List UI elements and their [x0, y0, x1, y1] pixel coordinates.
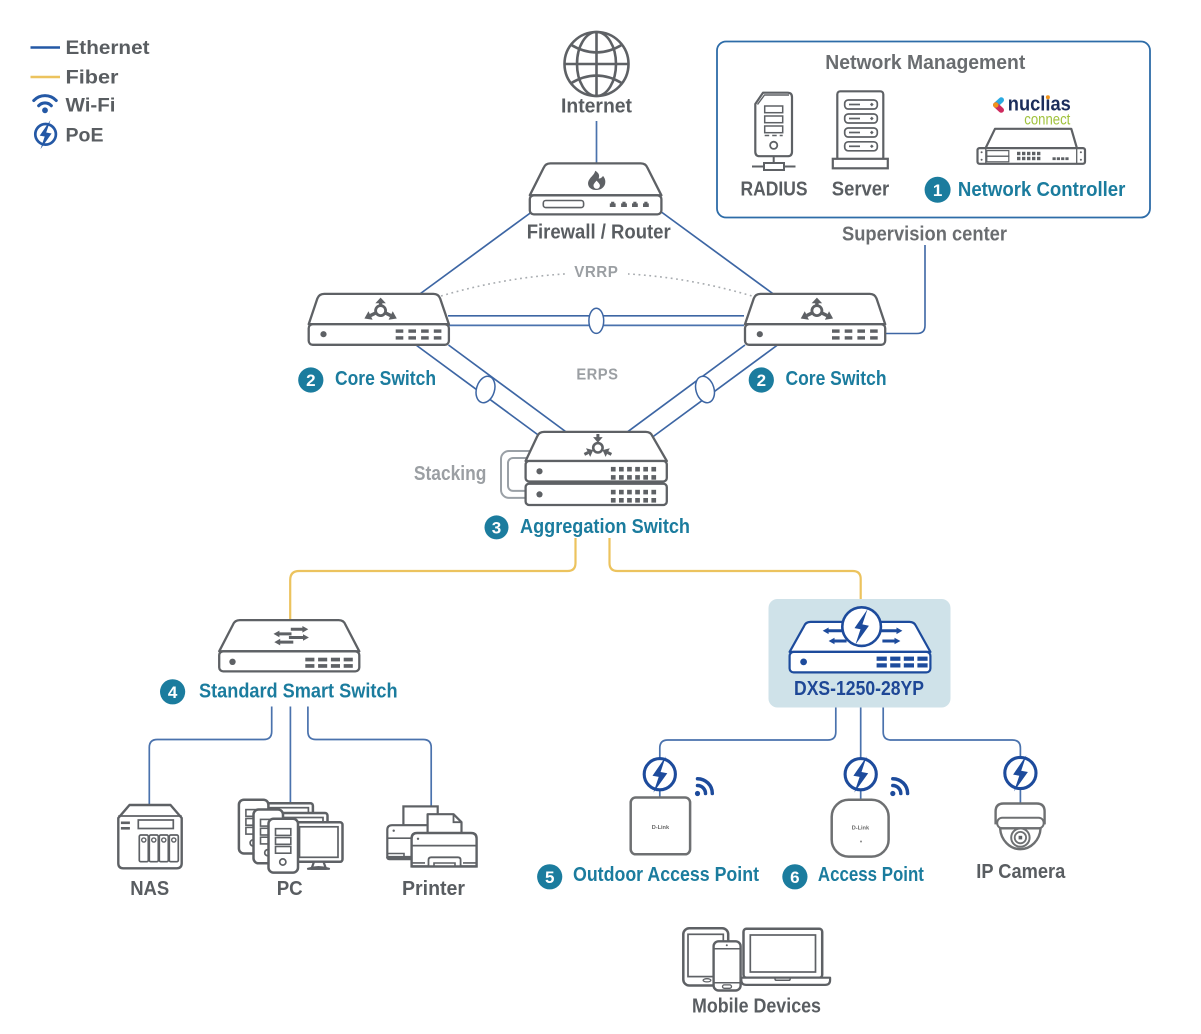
svg-text:5: 5	[545, 868, 554, 887]
svg-text:NAS: NAS	[130, 878, 169, 900]
svg-text:Internet: Internet	[561, 96, 632, 118]
svg-text:6: 6	[790, 868, 799, 887]
svg-text:Firewall / Router: Firewall / Router	[527, 221, 671, 243]
svg-text:ERPS: ERPS	[576, 367, 618, 384]
svg-text:Network Controller: Network Controller	[958, 179, 1126, 201]
svg-text:IP Camera: IP Camera	[976, 861, 1066, 883]
svg-text:2: 2	[757, 371, 766, 390]
svg-text:Stacking: Stacking	[414, 463, 487, 485]
svg-text:Core Switch: Core Switch	[786, 368, 887, 390]
svg-text:Supervision center: Supervision center	[842, 224, 1007, 246]
svg-text:Ethernet: Ethernet	[66, 38, 151, 59]
svg-text:RADIUS: RADIUS	[741, 179, 808, 201]
svg-text:DXS-1250-28YP: DXS-1250-28YP	[794, 678, 924, 700]
svg-text:Standard Smart Switch: Standard Smart Switch	[199, 681, 398, 703]
svg-text:connect: connect	[1024, 111, 1071, 128]
svg-text:D-Link: D-Link	[652, 825, 670, 831]
svg-text:PoE: PoE	[66, 126, 104, 147]
svg-text:Mobile Devices: Mobile Devices	[692, 996, 821, 1018]
svg-text:1: 1	[933, 181, 942, 200]
svg-text:Access Point: Access Point	[818, 864, 924, 886]
svg-text:Outdoor Access Point: Outdoor Access Point	[573, 864, 759, 886]
svg-text:4: 4	[168, 683, 178, 702]
svg-text:3: 3	[492, 518, 501, 537]
svg-text:Aggregation Switch: Aggregation Switch	[520, 516, 690, 538]
svg-text:nuclias: nuclias	[1008, 94, 1071, 116]
svg-text:Network Management: Network Management	[825, 52, 1025, 74]
svg-text:Printer: Printer	[402, 878, 465, 900]
svg-text:2: 2	[306, 371, 315, 390]
svg-text:VRRP: VRRP	[574, 264, 618, 281]
svg-text:Wi-Fi: Wi-Fi	[66, 96, 116, 117]
svg-text:Server: Server	[832, 179, 890, 201]
svg-text:Fiber: Fiber	[66, 68, 120, 89]
svg-text:PC: PC	[277, 878, 303, 900]
svg-text:D-Link: D-Link	[852, 826, 870, 832]
svg-text:Core Switch: Core Switch	[335, 368, 436, 390]
